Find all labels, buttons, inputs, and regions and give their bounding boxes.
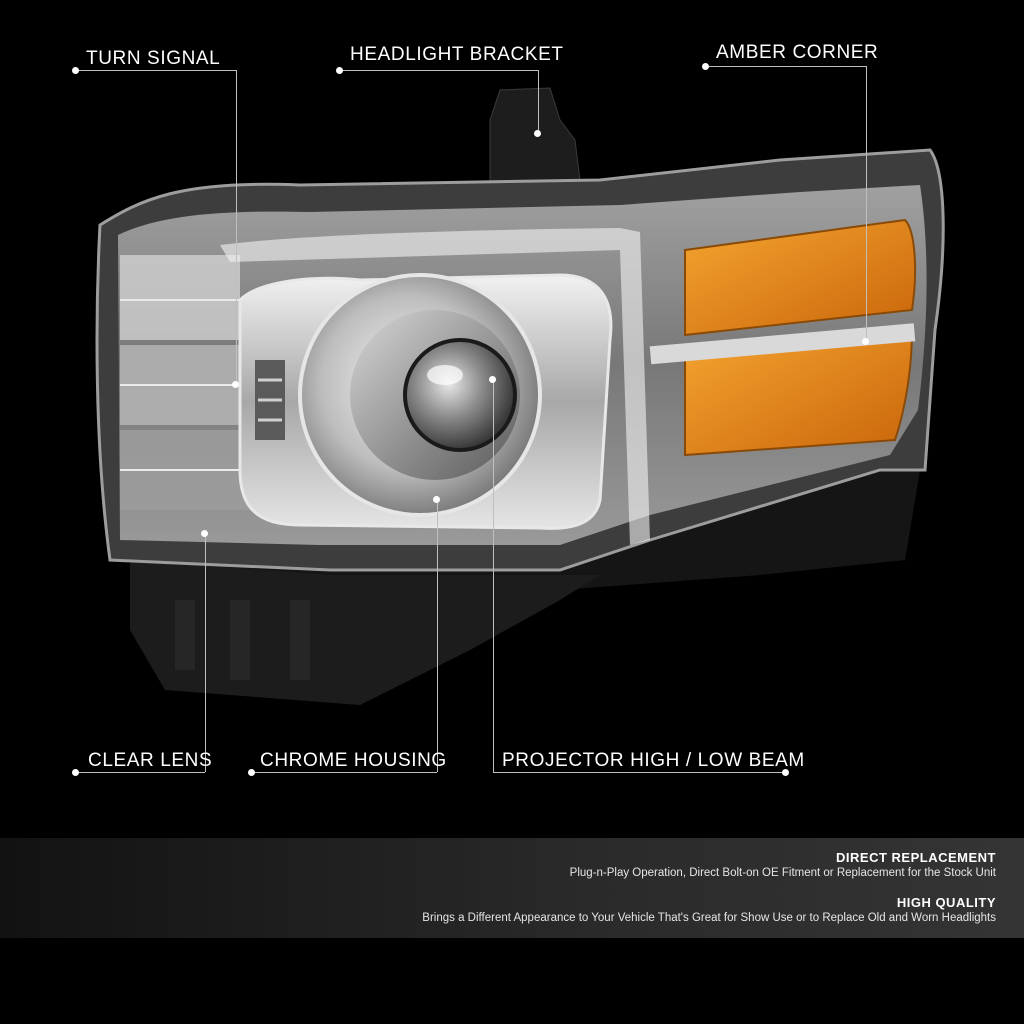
bracket-fin-3 — [290, 600, 310, 680]
dot-clear-lens-end — [72, 769, 79, 776]
feature-title-high-quality: HIGH QUALITY — [896, 895, 996, 910]
label-chrome-housing: CHROME HOUSING — [260, 750, 447, 771]
feature-title-direct-replacement: DIRECT REPLACEMENT — [836, 850, 996, 865]
bracket-fin-1 — [175, 600, 195, 670]
leader-bracket-h — [340, 70, 538, 71]
dot-clear-lens-start — [201, 530, 208, 537]
dot-projector-start — [489, 376, 496, 383]
leader-turn-signal-v — [236, 70, 237, 385]
lower-housing — [130, 455, 920, 590]
feature-desc-high-quality: Brings a Different Appearance to Your Ve… — [422, 912, 996, 924]
feature-info-bar: DIRECT REPLACEMENT Plug-n-Play Operation… — [0, 838, 1024, 938]
leader-clear-lens-h — [76, 772, 205, 773]
leader-chrome-v — [437, 500, 438, 772]
label-clear-lens: CLEAR LENS — [88, 750, 213, 771]
leader-amber-v — [866, 66, 867, 342]
lower-bracket — [130, 560, 600, 705]
leader-chrome-h — [252, 772, 437, 773]
dot-chrome-start — [433, 496, 440, 503]
projector-lens — [403, 338, 517, 452]
amber-divider — [649, 323, 916, 365]
leader-projector-v — [493, 380, 494, 772]
light-bar — [220, 228, 650, 545]
turn-signal-block — [120, 255, 250, 510]
leader-projector-h — [493, 772, 785, 773]
leader-amber-h — [706, 66, 866, 67]
dot-bracket-end — [534, 130, 541, 137]
dot-amber-end — [862, 338, 869, 345]
bracket-fin-2 — [230, 600, 250, 680]
label-headlight-bracket: HEADLIGHT BRACKET — [350, 44, 564, 65]
dot-turn-signal-start — [72, 67, 79, 74]
label-turn-signal: TURN SIGNAL — [86, 48, 221, 69]
label-projector-beam: PROJECTOR HIGH / LOW BEAM — [502, 750, 805, 771]
dot-amber-start — [702, 63, 709, 70]
dot-bracket-start — [336, 67, 343, 74]
leader-turn-signal-h — [76, 70, 236, 71]
label-amber-corner: AMBER CORNER — [716, 42, 879, 63]
dot-projector-end — [782, 769, 789, 776]
dot-turn-signal-end — [232, 381, 239, 388]
amber-corner-upper — [684, 218, 917, 337]
dot-chrome-end — [248, 769, 255, 776]
leader-clear-lens-v — [205, 534, 206, 772]
feature-desc-direct-replacement: Plug-n-Play Operation, Direct Bolt-on OE… — [569, 867, 996, 879]
leader-bracket-v — [538, 70, 539, 134]
